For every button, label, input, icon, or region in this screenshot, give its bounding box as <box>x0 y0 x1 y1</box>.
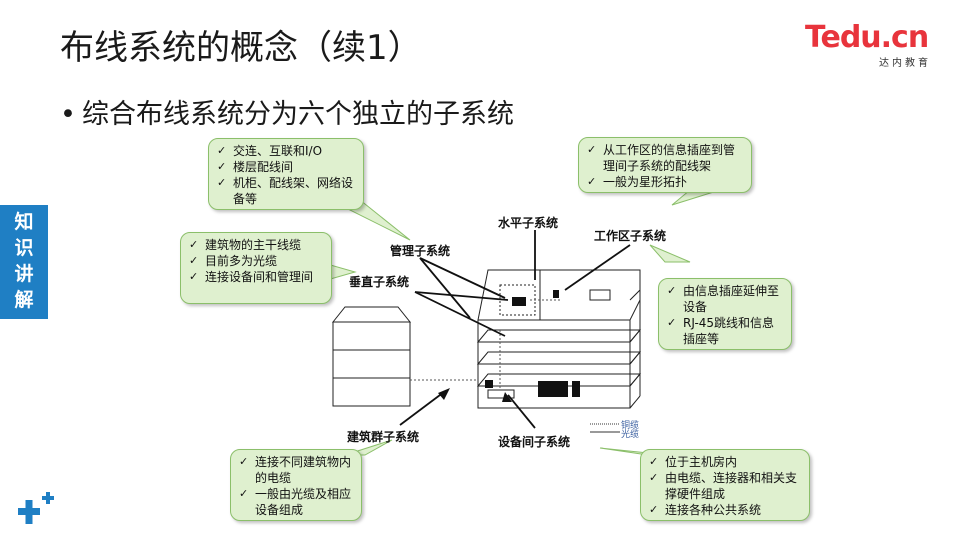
callout-equipment: 位于主机房内 由电缆、连接器和相关支撑硬件组成 连接各种公共系统 <box>640 449 810 521</box>
callout-item: 建筑物的主干线缆 <box>187 237 323 253</box>
label-horizontal-subsystem: 水平子系统 <box>498 216 559 230</box>
plus-decoration-icon <box>18 492 54 524</box>
main-building <box>476 269 642 409</box>
callout-vertical: 建筑物的主干线缆 目前多为光缆 连接设备间和管理间 <box>180 232 332 304</box>
bullet-text: 综合布线系统分为六个独立的子系统 <box>82 99 514 130</box>
callout-item: 连接不同建筑物内的电缆 <box>237 454 353 486</box>
callout-horizontal: 从工作区的信息插座到管理间子系统的配线架 一般为星形拓扑 <box>578 137 752 193</box>
callout-item: 机柜、配线架、网络设备等 <box>215 175 355 207</box>
sidebar-char: 解 <box>14 289 34 311</box>
label-equipment-subsystem: 设备间子系统 <box>498 435 571 449</box>
callout-item: 一般为星形拓扑 <box>585 174 743 190</box>
legend-copper: 铜缆 <box>621 421 640 431</box>
main-bullet: •综合布线系统分为六个独立的子系统 <box>60 92 514 131</box>
logo-wordmark: Tedu.cn <box>805 20 929 55</box>
callout-item: 楼层配线间 <box>215 159 355 175</box>
label-workarea-subsystem: 工作区子系统 <box>594 229 667 243</box>
sidebar-char: 识 <box>14 237 34 259</box>
tedu-logo: Tedu.cn 达内教育 <box>805 20 935 70</box>
label-vertical-subsystem: 垂直子系统 <box>349 275 410 289</box>
equipment-blocks <box>485 290 580 397</box>
arrow-heads <box>438 388 512 402</box>
callout-item: 由电缆、连接器和相关支撑硬件组成 <box>647 470 801 502</box>
sidebar-char: 知 <box>14 211 34 233</box>
callout-campus: 连接不同建筑物内的电缆 一般由光缆及相应设备组成 <box>230 449 362 521</box>
callout-item: 目前多为光缆 <box>187 253 323 269</box>
campus-building <box>331 306 412 407</box>
callout-item: 连接各种公共系统 <box>647 502 801 518</box>
callout-item: 从工作区的信息插座到管理间子系统的配线架 <box>585 142 743 174</box>
callout-item: 位于主机房内 <box>647 454 801 470</box>
callout-workarea: 由信息插座延伸至设备 RJ-45跳线和信息插座等 <box>658 278 792 350</box>
bullet-dot-icon: • <box>60 99 76 130</box>
callout-item: 由信息插座延伸至设备 <box>665 283 783 315</box>
sidebar-tag: 知 识 讲 解 <box>0 205 48 319</box>
callout-item: 交连、互联和I/O <box>215 143 355 159</box>
page-title: 布线系统的概念（续1） <box>60 28 422 68</box>
cable-lines <box>410 299 560 390</box>
label-management-subsystem: 管理子系统 <box>390 244 451 258</box>
legend-fiber: 光缆 <box>621 430 640 440</box>
callout-item: 一般由光缆及相应设备组成 <box>237 486 353 518</box>
label-pointers <box>399 230 631 429</box>
label-campus-subsystem: 建筑群子系统 <box>347 430 420 444</box>
callout-item: RJ-45跳线和信息插座等 <box>665 315 783 347</box>
callout-item: 连接设备间和管理间 <box>187 269 323 285</box>
device-rack <box>487 389 515 399</box>
callout-tail-workarea <box>649 244 691 263</box>
logo-subtitle: 达内教育 <box>879 58 931 69</box>
sidebar-char: 讲 <box>14 263 34 285</box>
callout-management: 交连、互联和I/O 楼层配线间 机柜、配线架、网络设备等 <box>208 138 364 210</box>
